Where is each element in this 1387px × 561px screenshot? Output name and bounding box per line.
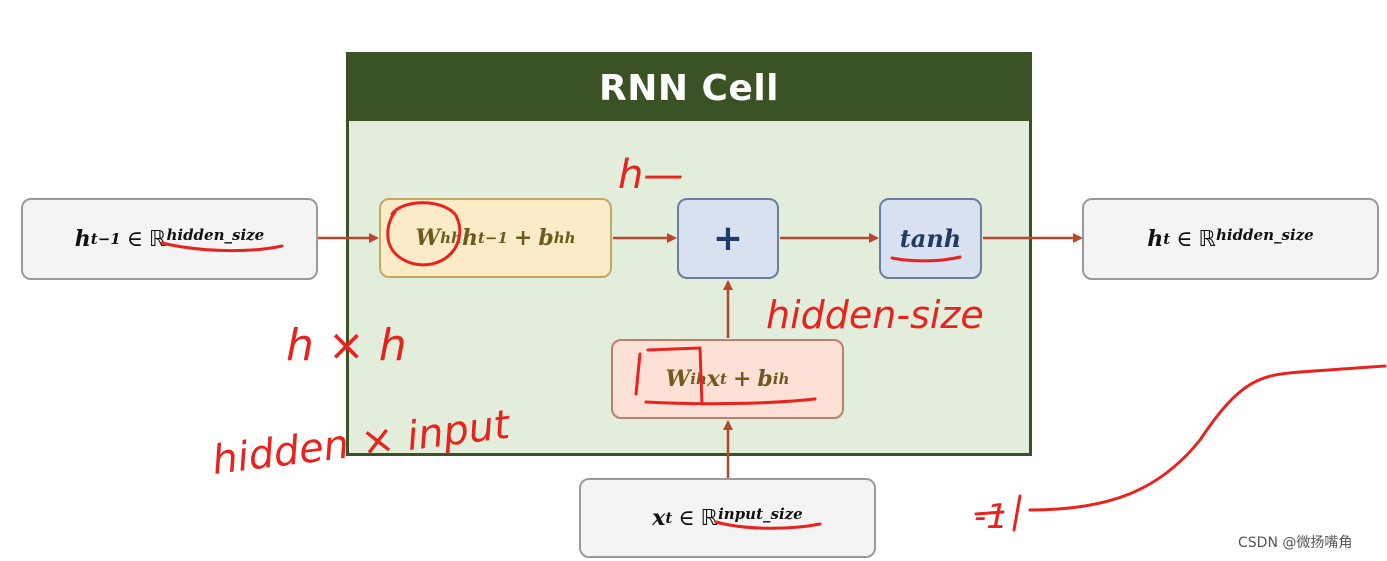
hout-sub: t xyxy=(1163,230,1171,248)
xin-var: x xyxy=(652,505,666,531)
xin-sub: t xyxy=(665,509,673,527)
xin-in: ∈ xyxy=(678,505,695,531)
wih-w-sub: ih xyxy=(690,370,707,388)
wih-w: W xyxy=(665,366,691,392)
hprev-space: ℝ xyxy=(149,226,167,252)
wih-var-sub: t xyxy=(720,370,727,388)
hprev-sub: t−1 xyxy=(90,230,121,248)
wih-b: b xyxy=(757,366,773,392)
wih-var: x xyxy=(706,366,721,392)
xin-space: ℝ xyxy=(700,505,719,531)
sigmoid-like-curve xyxy=(1028,364,1387,512)
sum-node: + xyxy=(677,198,779,279)
note-minus-one: -1 xyxy=(974,497,1008,537)
vertical-tick xyxy=(1012,494,1022,532)
whh-w: W xyxy=(415,225,441,251)
rnn-cell-title: RNN Cell xyxy=(349,55,1029,121)
xin-dim: input_size xyxy=(718,505,803,523)
whh-plus: + xyxy=(513,225,533,251)
hout-var: h xyxy=(1147,226,1164,252)
hout-in: ∈ xyxy=(1176,226,1193,252)
whh-b: b xyxy=(538,225,554,251)
watermark: CSDN @微扬嘴角 xyxy=(1238,535,1353,551)
hprev-dim: hidden_size xyxy=(166,226,265,244)
whh-b-sub: hh xyxy=(553,229,576,247)
hout-dim: hidden_size xyxy=(1215,226,1314,244)
whh-var: h xyxy=(461,225,478,251)
hprev-in: ∈ xyxy=(126,226,144,252)
whh-w-sub: hh xyxy=(440,229,462,247)
wih-plus: + xyxy=(732,366,752,392)
wih-b-sub: ih xyxy=(772,370,790,388)
hout-space: ℝ xyxy=(1198,226,1216,252)
whh-var-sub: t−1 xyxy=(477,229,508,247)
hprev-var: h xyxy=(74,226,91,252)
tanh-activation-node: tanh xyxy=(879,198,982,279)
flat-curve-left xyxy=(974,510,1005,516)
